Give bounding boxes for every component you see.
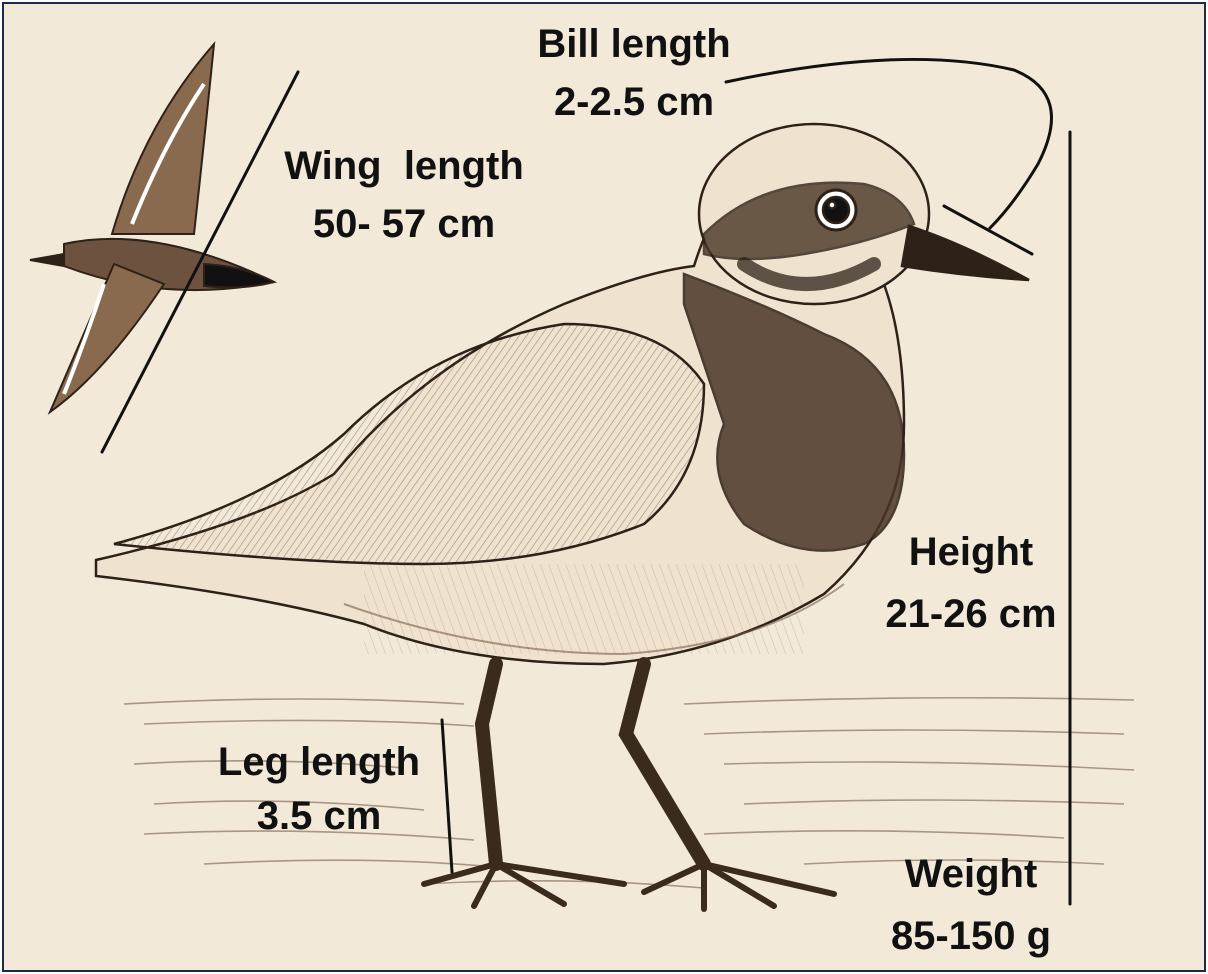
height-title: Height: [866, 528, 1076, 576]
wing-length-value: 50- 57 cm: [254, 200, 554, 248]
height-value: 21-26 cm: [866, 590, 1076, 638]
bill-length-title: Bill length: [514, 20, 754, 68]
leg-length-label: Leg length 3.5 cm: [194, 738, 444, 840]
leg-length-value: 3.5 cm: [194, 792, 444, 840]
weight-value: 85-150 g: [866, 912, 1076, 960]
bill-length-value: 2-2.5 cm: [514, 78, 754, 126]
leg-length-title: Leg length: [194, 738, 444, 786]
wing-length-title: Wing length: [254, 142, 554, 190]
bill-length-label: Bill length 2-2.5 cm: [514, 20, 754, 126]
weight-title: Weight: [866, 850, 1076, 898]
bird-illustration: [4, 4, 1204, 970]
weight-label: Weight 85-150 g: [866, 850, 1076, 960]
height-label: Height 21-26 cm: [866, 528, 1076, 638]
wing-length-label: Wing length 50- 57 cm: [254, 142, 554, 248]
